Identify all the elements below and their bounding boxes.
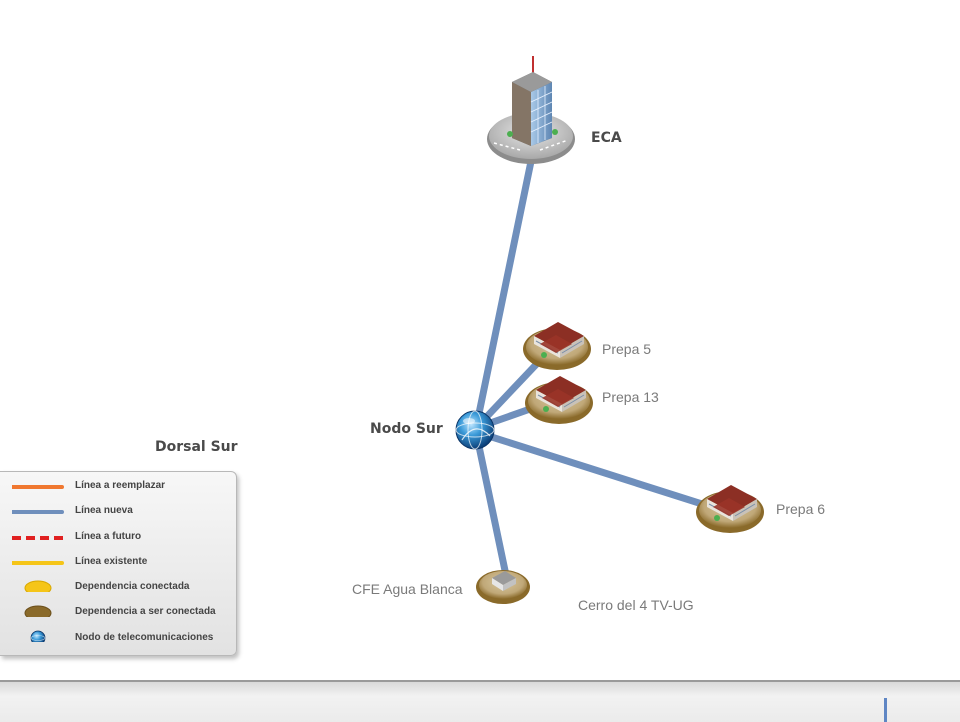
red-dashed-line-icon (12, 536, 64, 540)
links-new (472, 138, 728, 584)
node-label-eca: ECA (591, 130, 622, 146)
orange-line-icon (12, 485, 64, 489)
link-eca-nodo (472, 138, 539, 432)
legend-label: Línea a futuro (75, 531, 142, 542)
legend-item-line-new: Línea nueva (0, 502, 236, 522)
link-nodo-prepa6 (472, 428, 728, 515)
yellow-line-icon (12, 561, 64, 565)
legend-item-dep-to-connect: Dependencia a ser conectada (0, 603, 236, 623)
school-building-icon (523, 322, 591, 370)
legend-item-line-replace: Línea a reemplazar (0, 477, 236, 497)
legend-label: Línea a reemplazar (75, 480, 166, 491)
link-nodo-cfe (472, 428, 511, 584)
legend-item-line-existing: Línea existente (0, 553, 236, 573)
office-tower-icon (487, 56, 575, 164)
node-label-cerro: Cerro del 4 TV-UG (578, 597, 694, 613)
legend-label: Dependencia a ser conectada (75, 606, 216, 617)
legend-label: Línea existente (75, 556, 148, 567)
school-building-icon (525, 376, 593, 424)
node-label-prepa13: Prepa 13 (602, 389, 659, 405)
blue-line-icon (12, 510, 64, 514)
node-label-prepa5: Prepa 5 (602, 341, 652, 357)
legend-panel: Línea a reemplazar Línea nueva Línea a f… (0, 471, 237, 656)
footer-bar (0, 680, 960, 722)
legend-item-telecom-node: Nodo de telecomunicaciones (0, 629, 236, 649)
diagram-title: Dorsal Sur (155, 439, 238, 455)
yellow-ellipse-icon (24, 580, 52, 592)
telecom-node-icon (30, 630, 46, 642)
legend-item-line-future: Línea a futuro (0, 528, 236, 548)
legend-item-dep-connected: Dependencia conectada (0, 578, 236, 598)
school-building-icon (696, 485, 764, 533)
node-label-prepa6: Prepa 6 (776, 501, 826, 517)
legend-label: Nodo de telecomunicaciones (75, 632, 214, 643)
legend-label: Dependencia conectada (75, 581, 190, 592)
node-label-cfe: CFE Agua Blanca (352, 581, 463, 597)
telecom-node-icon (455, 410, 495, 450)
small-building-icon (476, 570, 530, 604)
brown-ellipse-icon (24, 605, 52, 617)
node-label-nodo-sur: Nodo Sur (370, 421, 443, 437)
legend-label: Línea nueva (75, 505, 133, 516)
footer-accent-mark (884, 698, 887, 722)
